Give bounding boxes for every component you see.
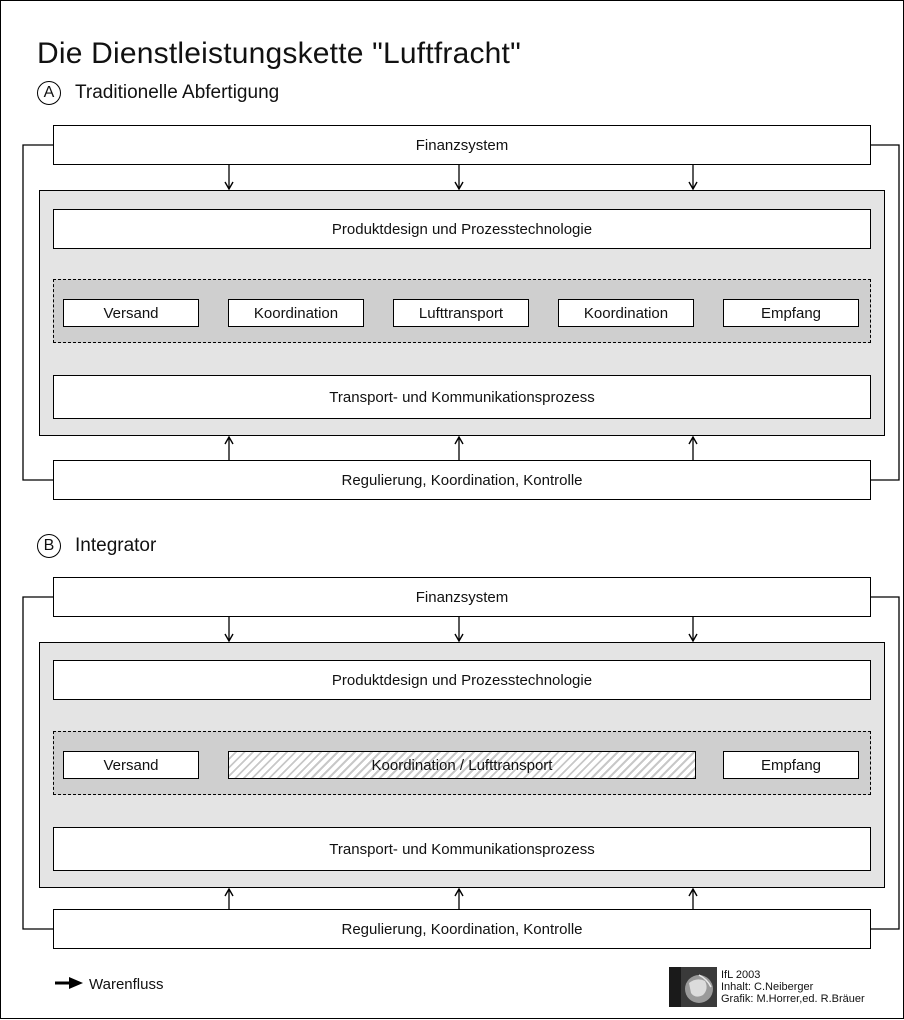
b-chain-step-empfang: Empfang bbox=[723, 751, 859, 779]
a-regulierung-box: Regulierung, Koordination, Kontrolle bbox=[53, 460, 871, 500]
b-finanzsystem-box: Finanzsystem bbox=[53, 577, 871, 617]
section-a-heading: A Traditionelle Abfertigung bbox=[37, 81, 279, 105]
a-chain-step-versand: Versand bbox=[63, 299, 199, 327]
warenfluss-arrow-icon bbox=[55, 976, 85, 990]
section-a-title: Traditionelle Abfertigung bbox=[75, 82, 280, 103]
a-right-bracket bbox=[871, 144, 900, 481]
a-chain-step-koordination-1: Koordination bbox=[228, 299, 364, 327]
credit-line-2: Inhalt: C.Neiberger bbox=[721, 981, 814, 993]
a-left-bracket bbox=[22, 144, 53, 481]
a-finanzsystem-box: Finanzsystem bbox=[53, 125, 871, 165]
credit-line-3: Grafik: M.Horrer,ed. R.Bräuer bbox=[721, 993, 865, 1005]
section-a-letter: A bbox=[37, 81, 61, 105]
ifl-globe-logo bbox=[669, 967, 717, 1007]
a-chain-step-lufttransport: Lufttransport bbox=[393, 299, 529, 327]
b-left-bracket bbox=[22, 596, 53, 930]
a-transportprozess-box: Transport- und Kommunikationsprozess bbox=[53, 375, 871, 419]
legend-label: Warenfluss bbox=[89, 976, 164, 993]
section-b-letter: B bbox=[37, 534, 61, 558]
diagram-title: Die Dienstleistungskette "Luftfracht" bbox=[37, 37, 521, 70]
b-produktdesign-box: Produktdesign und Prozesstechnologie bbox=[53, 660, 871, 700]
credits: IfL 2003 Inhalt: C.Neiberger Grafik: M.H… bbox=[721, 969, 865, 1005]
b-regulierung-box: Regulierung, Koordination, Kontrolle bbox=[53, 909, 871, 949]
a-produktdesign-box: Produktdesign und Prozesstechnologie bbox=[53, 209, 871, 249]
b-chain-step-versand: Versand bbox=[63, 751, 199, 779]
section-b-heading: B Integrator bbox=[37, 534, 156, 558]
credit-line-1: IfL 2003 bbox=[721, 969, 761, 981]
b-transportprozess-box: Transport- und Kommunikationsprozess bbox=[53, 827, 871, 871]
a-chain-step-koordination-2: Koordination bbox=[558, 299, 694, 327]
b-chain-step-koordination-lufttransport: Koordination / Lufttransport bbox=[228, 751, 696, 779]
a-chain-step-empfang: Empfang bbox=[723, 299, 859, 327]
section-b-title: Integrator bbox=[75, 535, 157, 556]
b-right-bracket bbox=[871, 596, 900, 930]
